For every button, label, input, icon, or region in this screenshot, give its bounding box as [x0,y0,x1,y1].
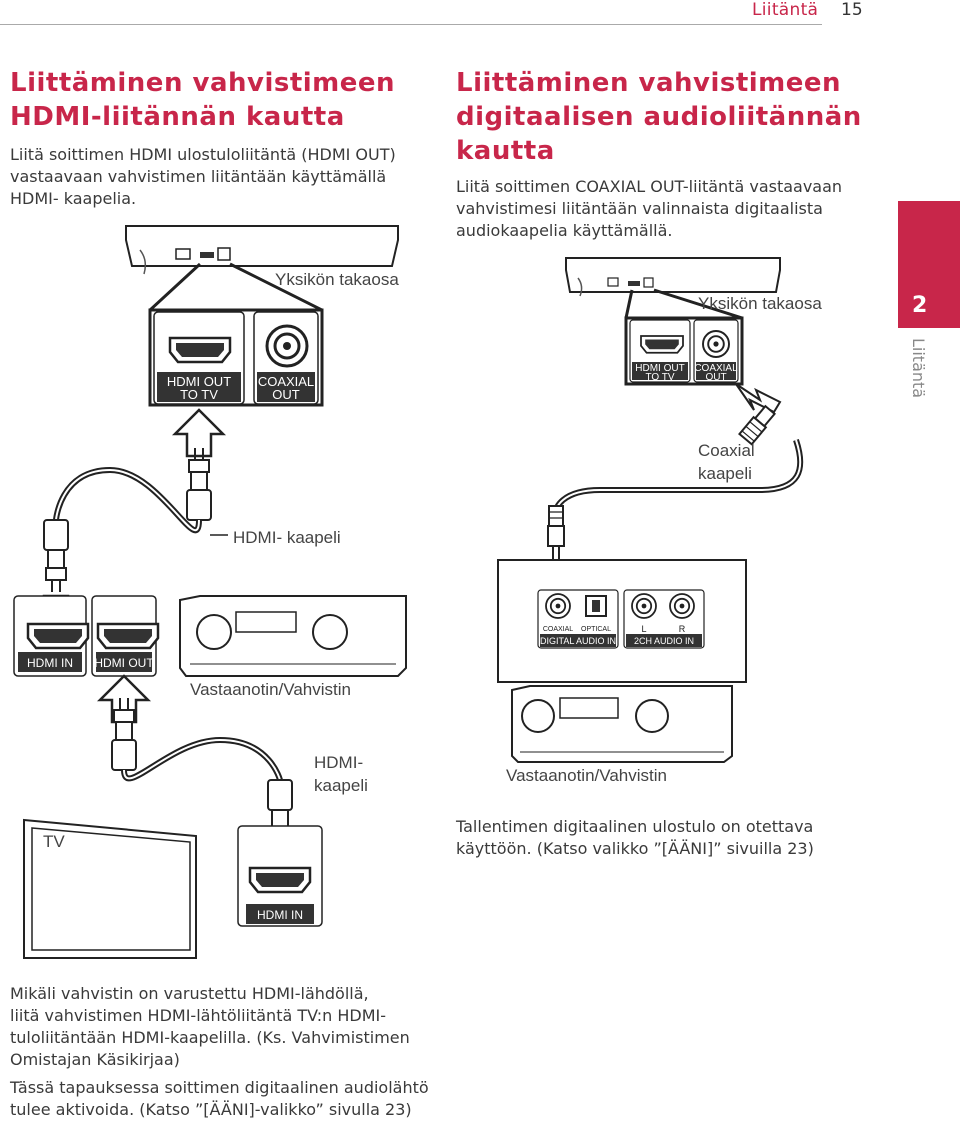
label-hdmi-out-left: HDMI OUT [167,374,231,389]
hdmi-out-port-icon [640,335,684,354]
label-unit-back-left: Yksikön takaosa [275,270,399,289]
label-to-tv-right: TO TV [645,372,674,383]
right-note: Tallentimen digitaalinen ulostulo on ote… [456,816,814,860]
tv-unit: HDMI IN [23,818,323,959]
label-coaxial-cable-line2: kaapeli [698,464,752,483]
left-text-line2: vastaavaan vahvistimen liitäntään käyttä… [10,167,387,186]
label-coaxial-right: COAXIAL [694,363,738,374]
bottom-line5: Tässä tapauksessa soittimen digitaalinen… [10,1078,429,1097]
bottom-line4: Omistajan Käsikirjaa) [10,1050,180,1069]
bottom-line6: tulee aktivoida. (Katso ”[ÄÄNI]-valikko”… [10,1100,412,1119]
bottom-line3: tuloliitäntään HDMI-kaapelilla. (Ks. Vah… [10,1028,410,1047]
player-unit-right [565,257,781,297]
right-text-line2: vahvistimesi liitäntään valinnaista digi… [456,199,823,218]
label-hdmi-cable: HDMI- kaapeli [233,528,341,547]
arrow-up-left-icon [735,383,782,414]
label-tv: TV [43,832,65,851]
coaxial-cable-line [553,439,804,511]
coaxial-plug-icon [738,404,777,446]
label-receiver-left: Vastaanotin/Vahvistin [190,680,351,699]
label-coaxial-panel: COAXIAL [543,626,573,633]
label-coaxial-cable-line1: Coaxial [698,441,755,460]
left-title-line1: Liittäminen vahvistimeen [10,68,396,98]
label-optical-panel: OPTICAL [581,626,611,633]
header-section-title: Liitäntä [752,0,819,20]
label-hdmi-in-receiver: HDMI IN [27,656,73,670]
label-hdmi-out-receiver: HDMI OUT [94,656,154,670]
label-hdmi-cable2-line1: HDMI- [314,753,363,772]
right-title-line3: kautta [456,136,555,166]
label-l-panel: L [641,624,646,634]
label-receiver-right: Vastaanotin/Vahvistin [506,766,667,785]
right-title-line1: Liittäminen vahvistimeen [456,68,842,98]
coaxial-port-icon [702,330,730,358]
hdmi-cable-line-2 [121,736,283,782]
left-text-line3: HDMI- kaapelia. [10,189,137,208]
bottom-line2: liitä vahvistimen HDMI-lähtöliitäntä TV:… [10,1006,387,1025]
right-title-line2: digitaalisen audioliitännän [456,102,862,132]
coaxial-port-icon [265,324,309,368]
label-hdmi-out-right: HDMI OUT [635,363,684,374]
chapter-tab [898,201,960,328]
audio-r-input-icon [669,593,695,619]
left-section: Liittäminen vahvistimeen HDMI-liitännän … [10,66,395,134]
label-2ch-audio-in: 2CH AUDIO IN [634,636,694,646]
page-number: 15 [841,0,863,20]
header-divider [0,24,822,25]
arrow-up-icon [173,408,225,458]
chapter-number: 2 [912,293,928,318]
coaxial-input-icon [545,593,571,619]
receiver-hdmi-panel: HDMI IN HDMI OUT [13,595,160,677]
label-hdmi-cable2-line2: kaapeli [314,776,368,795]
left-title-line2: HDMI-liitännän kautta [10,102,345,132]
receiver-unit-right [511,685,733,763]
label-to-tv-left: TO TV [180,387,218,402]
hdmi-out-port-icon [168,336,232,364]
label-r-panel: R [679,624,686,634]
receiver-audio-panel: COAXIAL OPTICAL L R DIGITAL AUDIO IN 2CH… [497,559,747,683]
label-unit-back-right: Yksikön takaosa [698,294,822,313]
right-note-line1: Tallentimen digitaalinen ulostulo on ote… [456,817,814,836]
left-intro: Liitä soittimen HDMI ulostuloliitäntä (H… [10,144,396,210]
hdmi-plug-icon [43,519,69,593]
right-section: Liittäminen vahvistimeen digitaalisen au… [456,66,862,168]
label-coaxial-left: COAXIAL [258,374,314,389]
receiver-unit-left [179,595,407,677]
audio-l-input-icon [631,593,657,619]
label-coaxial-out-right: OUT [705,372,726,383]
left-text-line1: Liitä soittimen HDMI ulostuloliitäntä (H… [10,145,396,164]
right-text-line1: Liitä soittimen COAXIAL OUT-liitäntä vas… [456,177,843,196]
right-note-line2: käyttöön. (Katso valikko ”[ÄÄNI]” sivuil… [456,839,814,858]
player-unit-left [125,225,399,275]
label-coaxial-out-left: OUT [272,387,300,402]
right-text-line3: audiokaapelia käyttämällä. [456,221,673,240]
right-intro: Liitä soittimen COAXIAL OUT-liitäntä vas… [456,176,842,242]
bottom-line1: Mikäli vahvistin on varustettu HDMI-lähd… [10,984,369,1003]
hdmi-plug-icon [186,447,212,521]
label-hdmi-in-tv: HDMI IN [257,908,303,922]
label-digital-audio-in: DIGITAL AUDIO IN [540,636,616,646]
bottom-text: Mikäli vahvistin on varustettu HDMI-lähd… [10,983,429,1121]
coaxial-plug-icon [547,505,565,560]
